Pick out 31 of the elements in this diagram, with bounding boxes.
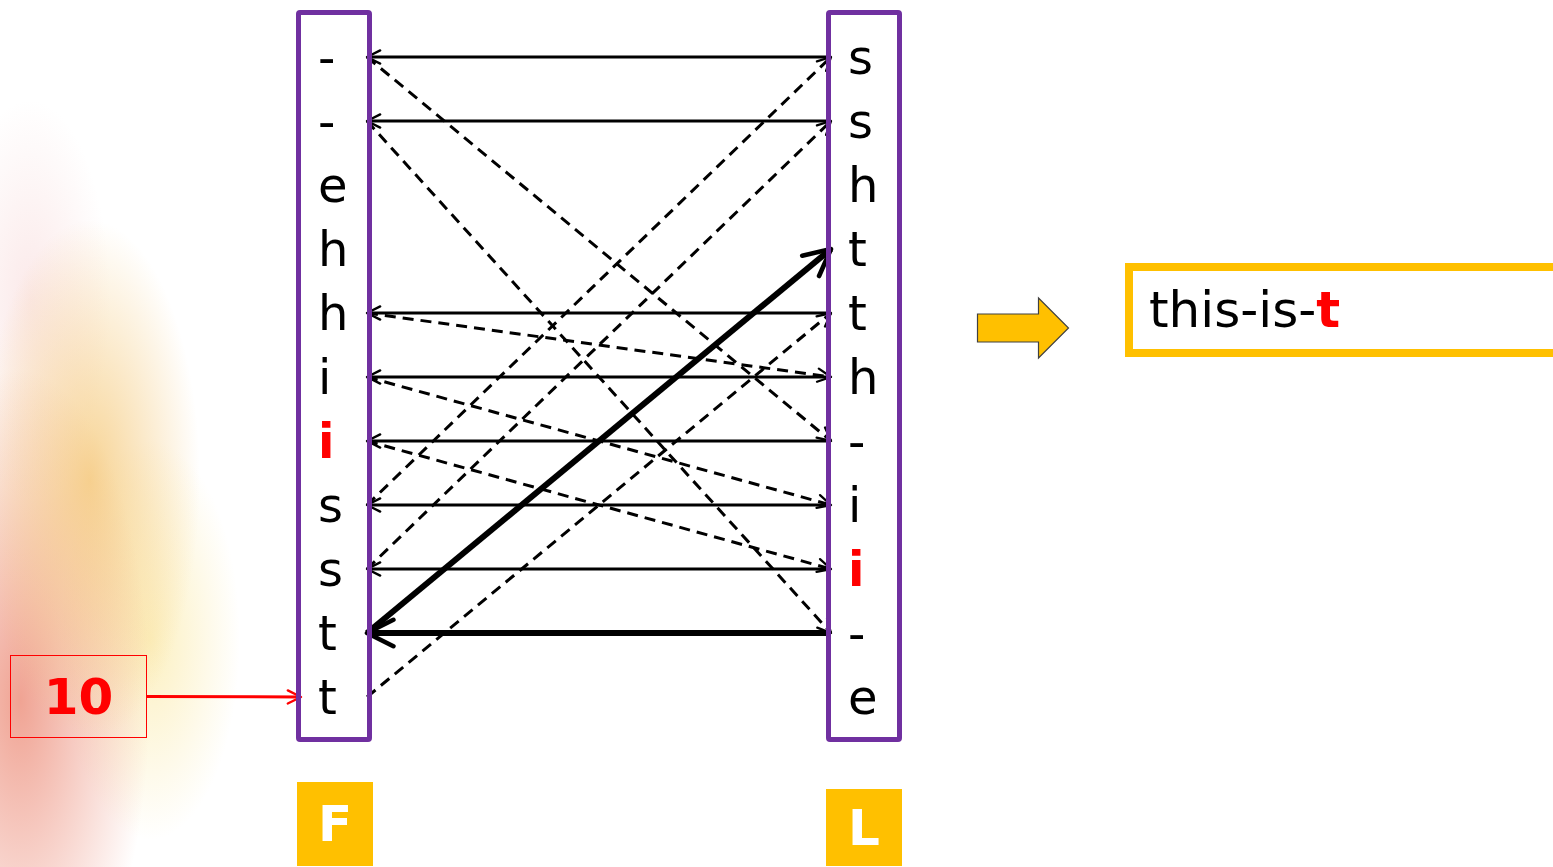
letter: t (301, 601, 367, 665)
step-counter: 10 (10, 655, 147, 738)
column-box (296, 10, 372, 742)
letter: t (831, 217, 897, 281)
letter: i (831, 537, 897, 601)
letter: e (301, 153, 367, 217)
letter: - (831, 601, 897, 665)
letter: s (831, 25, 897, 89)
letter: t (831, 281, 897, 345)
letter: h (831, 153, 897, 217)
column-label: F (297, 782, 373, 866)
arrow (147, 689, 303, 705)
result-box: this-is-t (1125, 263, 1553, 357)
letter: - (301, 89, 367, 153)
letter: h (831, 345, 897, 409)
letter: - (301, 25, 367, 89)
letter: h (301, 281, 367, 345)
letter: s (301, 473, 367, 537)
letter: h (301, 217, 367, 281)
letter: s (301, 537, 367, 601)
block-arrow (976, 296, 1070, 360)
column-label: L (826, 789, 902, 866)
letter: i (301, 345, 367, 409)
letter: i (831, 473, 897, 537)
column-box (826, 10, 902, 742)
letter: i (301, 409, 367, 473)
letter: t (301, 665, 367, 729)
letter: - (831, 409, 897, 473)
letter: s (831, 89, 897, 153)
letter: e (831, 665, 897, 729)
dashed-arrow (366, 311, 833, 699)
